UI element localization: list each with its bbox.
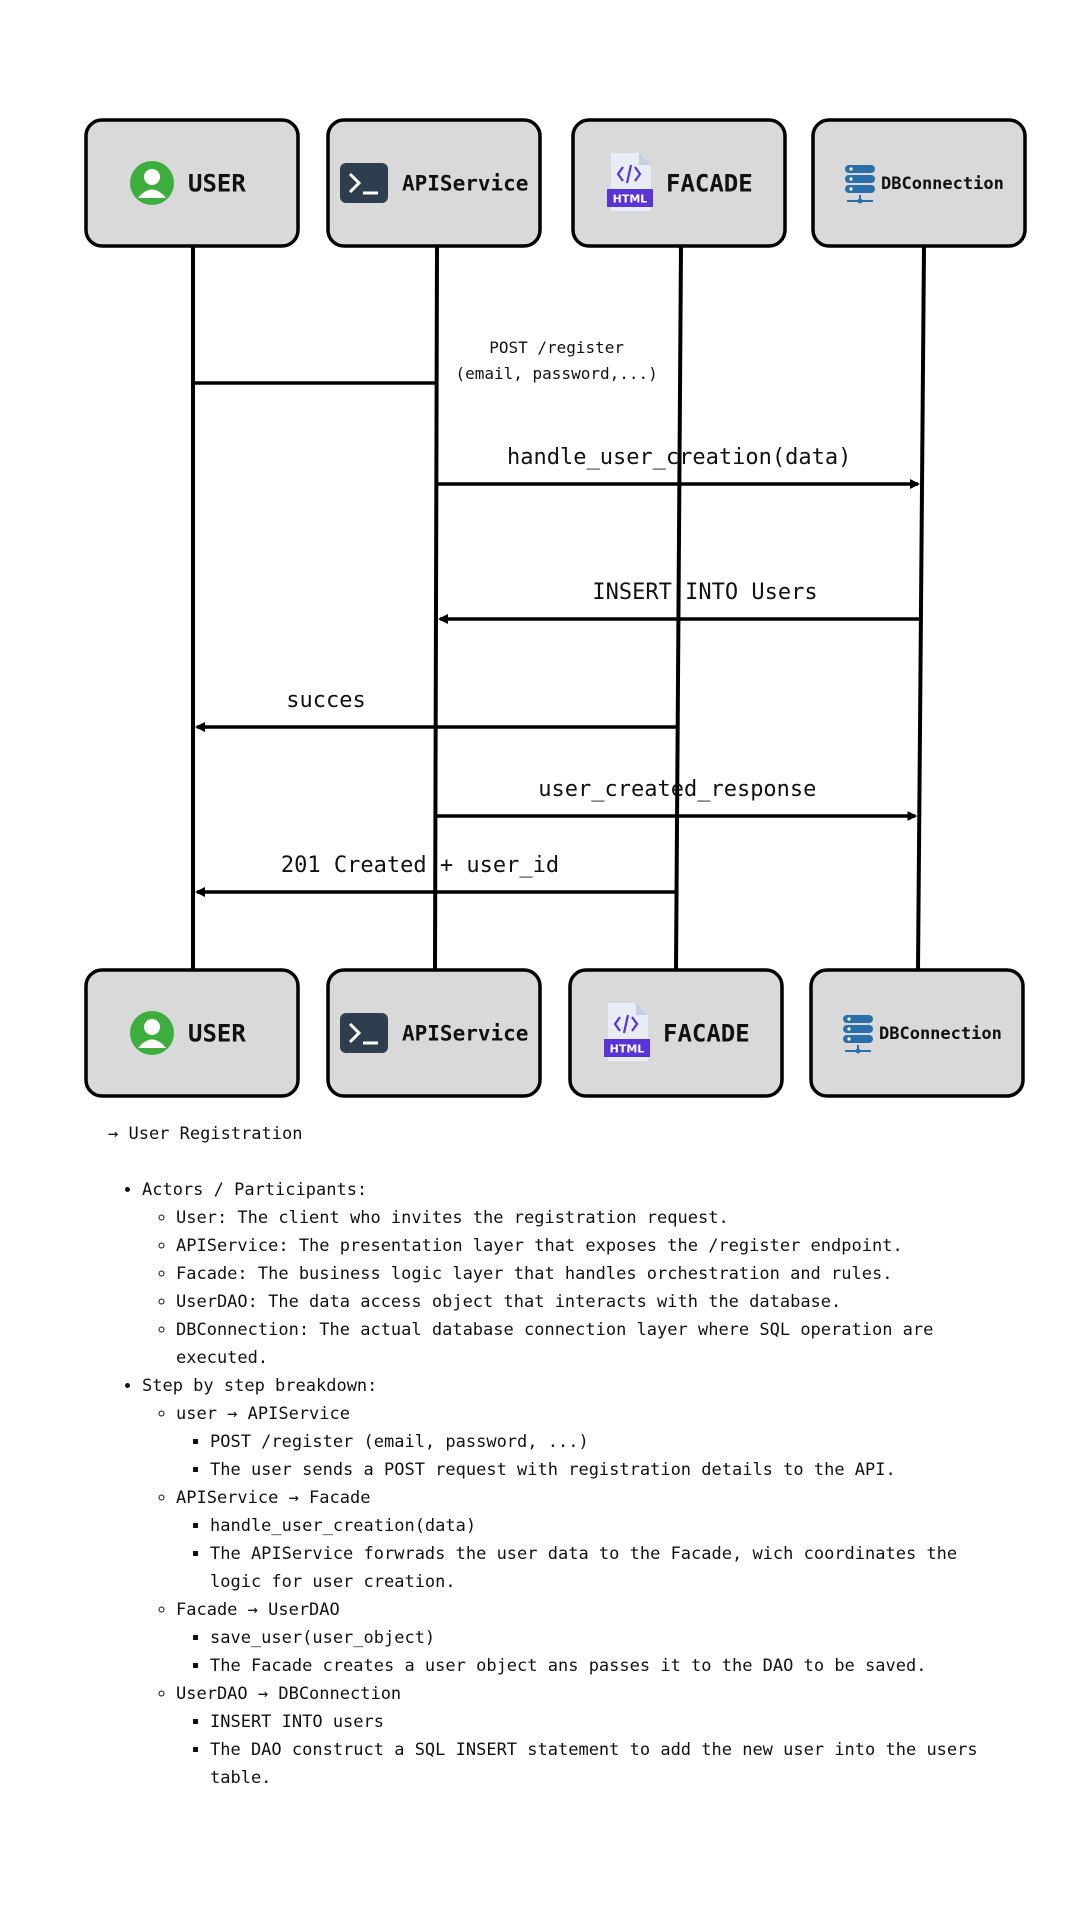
notes-sections: Actors / Participants: User: The client … <box>0 1176 1080 1792</box>
user-icon <box>130 1011 174 1055</box>
participant-box <box>84 968 300 1098</box>
message-label: INSERT INTO Users <box>592 580 817 605</box>
message-5: user_created_response <box>435 777 918 821</box>
step-title: Facade → UserDAO <box>176 1600 340 1620</box>
html-badge-text: HTML <box>610 1043 645 1056</box>
list-item: APIService: The presentation layer that … <box>176 1232 1002 1260</box>
message-label: (email, password,...) <box>455 364 657 383</box>
message-4: succes <box>195 688 678 732</box>
participant-name: APIService <box>402 171 528 195</box>
step-item: APIService → Facade handle_user_creation… <box>176 1484 1002 1596</box>
participant-api-top: APIService <box>326 118 542 248</box>
participant-db-bottom: DBConnection <box>809 968 1025 1098</box>
participant-user-top: USER <box>84 118 300 248</box>
participant-api-bottom: APIService <box>326 968 542 1098</box>
terminal-icon <box>340 163 388 203</box>
step-detail: The Facade creates a user object ans pas… <box>210 1652 1002 1680</box>
participant-facade-top: HTML FACADE <box>571 118 787 248</box>
step-detail: The user sends a POST request with regis… <box>210 1456 1002 1484</box>
user-icon <box>130 161 174 205</box>
message-label: 201 Created + user_id <box>281 853 559 878</box>
step-detail: The DAO construct a SQL INSERT statement… <box>210 1736 1002 1792</box>
message-label: handle_user_creation(data) <box>507 445 851 470</box>
terminal-icon <box>340 1013 388 1053</box>
step-title: user → APIService <box>176 1404 350 1424</box>
participant-box <box>568 968 784 1098</box>
participant-box <box>809 968 1025 1098</box>
participant-name: FACADE <box>663 1019 750 1047</box>
participant-user-bottom: USER <box>84 968 300 1098</box>
list-item: User: The client who invites the registr… <box>176 1204 1002 1232</box>
participant-name: USER <box>188 1019 246 1047</box>
lifeline-db <box>916 245 926 971</box>
message-label: POST /register <box>489 338 624 357</box>
step-detail: POST /register (email, password, ...) <box>210 1428 1002 1456</box>
participant-box <box>326 968 542 1098</box>
notes-heading: → User Registration <box>108 1124 303 1144</box>
html-file-icon: HTML <box>607 153 653 211</box>
step-item: user → APIService POST /register (email,… <box>176 1400 1002 1484</box>
participant-box <box>571 118 787 248</box>
step-title: UserDAO → DBConnection <box>176 1684 402 1704</box>
participant-name: FACADE <box>666 169 753 197</box>
message-1: POST /register (email, password,...) <box>193 338 658 385</box>
participant-name: USER <box>188 169 246 197</box>
html-badge-text: HTML <box>613 193 648 206</box>
database-icon <box>845 165 875 204</box>
step-item: Facade → UserDAO save_user(user_object) … <box>176 1596 1002 1680</box>
participant-facade-bottom: HTML FACADE <box>568 968 784 1098</box>
participant-name: DBConnection <box>881 174 1004 194</box>
message-2: handle_user_creation(data) <box>436 445 921 489</box>
section-title: Step by step breakdown: <box>142 1376 378 1396</box>
section-steps: Step by step breakdown: user → APIServic… <box>142 1372 1002 1792</box>
participant-box <box>811 118 1027 248</box>
message-label: succes <box>286 688 365 713</box>
participant-db-top: DBConnection <box>811 118 1027 248</box>
html-file-icon: HTML <box>604 1003 650 1061</box>
step-detail: save_user(user_object) <box>210 1624 1002 1652</box>
message-3: INSERT INTO Users <box>437 580 921 624</box>
participant-box <box>84 118 300 248</box>
section-actors: Actors / Participants: User: The client … <box>142 1176 1002 1372</box>
database-icon <box>843 1015 873 1054</box>
list-item: DBConnection: The actual database connec… <box>176 1316 1002 1372</box>
description-notes: → User Registration Actors / Participant… <box>0 1120 1080 1792</box>
step-item: UserDAO → DBConnection INSERT INTO users… <box>176 1680 1002 1792</box>
list-item: UserDAO: The data access object that int… <box>176 1288 1002 1316</box>
lifeline-facade <box>674 245 683 971</box>
step-title: APIService → Facade <box>176 1488 371 1508</box>
list-item: Facade: The business logic layer that ha… <box>176 1260 1002 1288</box>
section-title: Actors / Participants: <box>142 1180 368 1200</box>
message-label: user_created_response <box>538 777 816 802</box>
step-detail: INSERT INTO users <box>210 1708 1002 1736</box>
participant-name: APIService <box>402 1021 528 1045</box>
step-detail: handle_user_creation(data) <box>210 1512 1002 1540</box>
step-detail: The APIService forwrads the user data to… <box>210 1540 1002 1596</box>
message-6: 201 Created + user_id <box>195 853 677 897</box>
participant-box <box>326 118 542 248</box>
participant-name: DBConnection <box>879 1024 1002 1044</box>
lifeline-api <box>433 245 439 971</box>
